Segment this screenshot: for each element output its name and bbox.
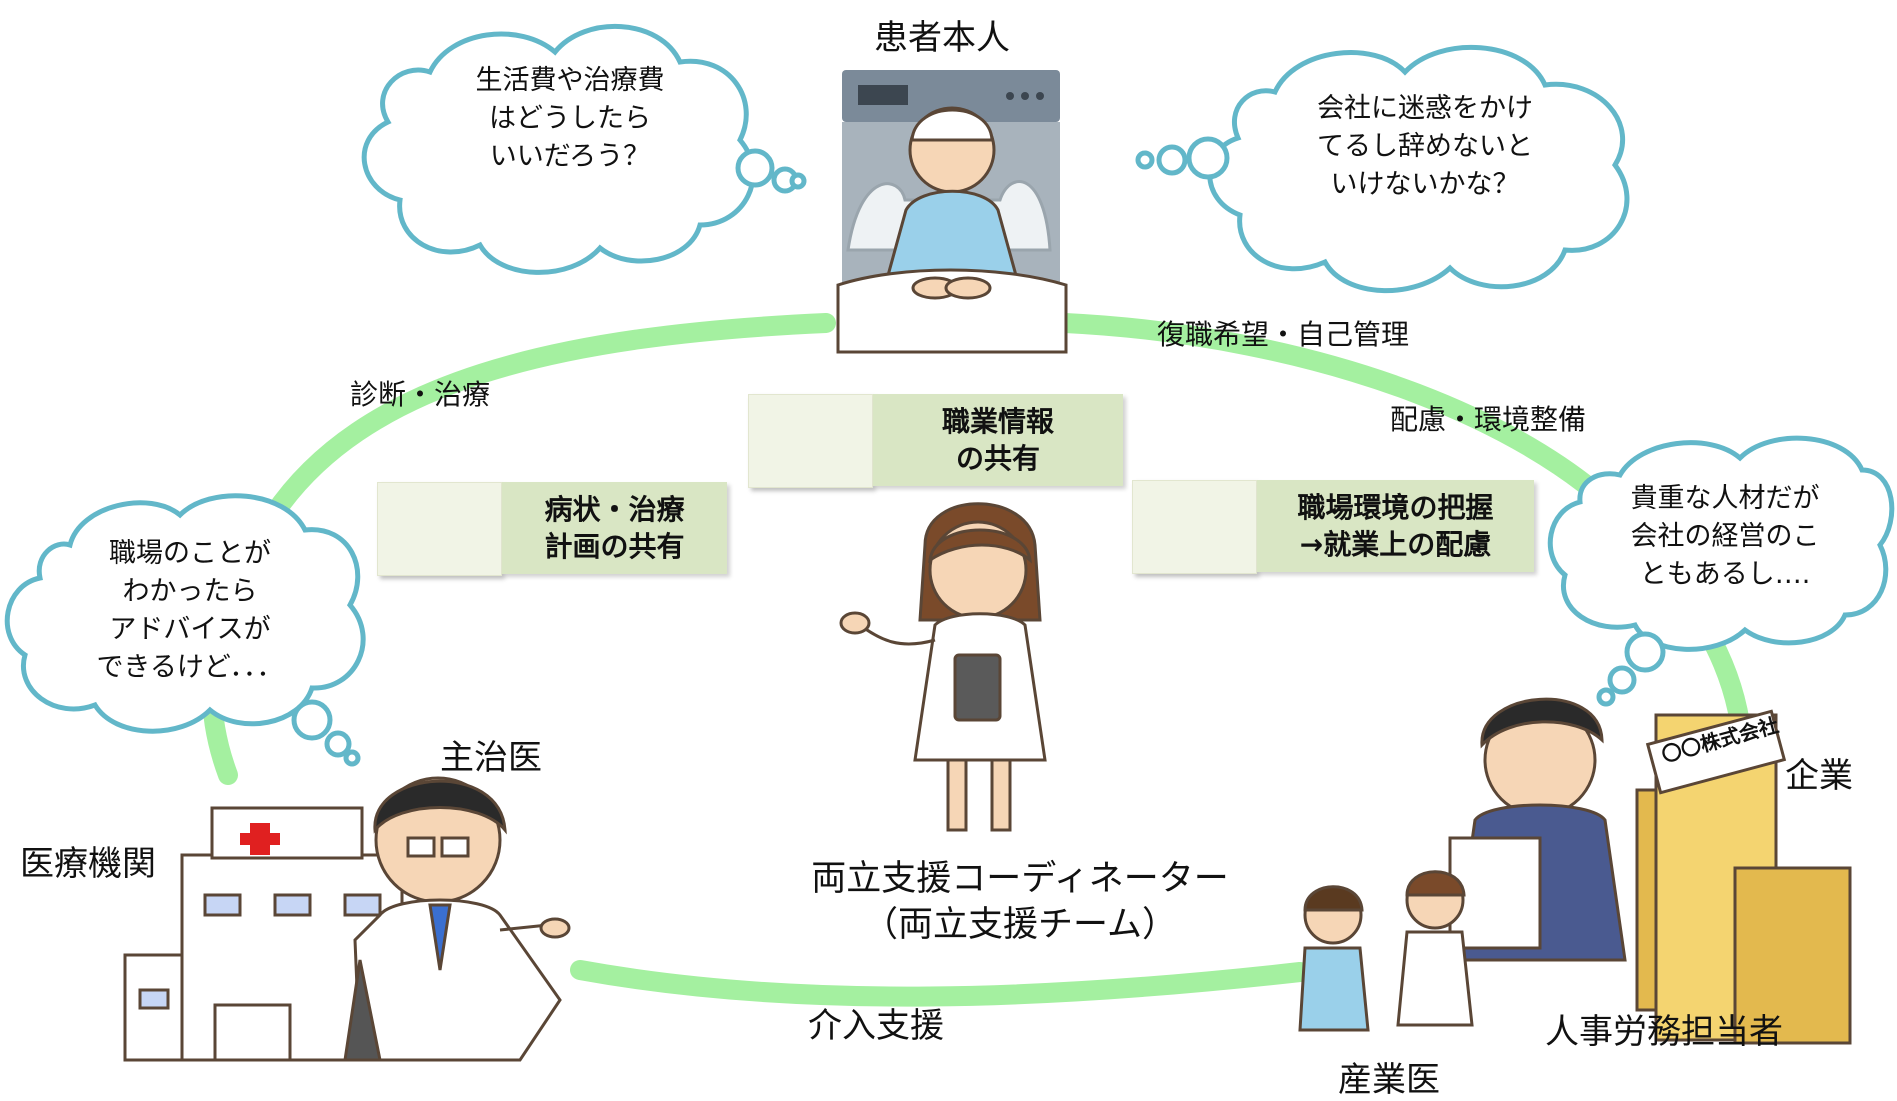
- label-medical-institution: 医療機関: [20, 844, 156, 884]
- card-workplace-line1: 職場環境の把握: [1297, 491, 1494, 524]
- cloud-company-shape: [1547, 435, 1895, 707]
- cloud-line: ともあるし….: [1639, 559, 1811, 590]
- card-job-info: 職業情報 の共有: [748, 394, 1123, 488]
- cloud-shapes: [4, 24, 1895, 767]
- card-job-line2: の共有: [955, 442, 1040, 475]
- cloud-line: 生活費や治療費: [475, 65, 665, 96]
- card-workplace-text: 職場環境の把握 →就業上の配慮: [1257, 480, 1534, 572]
- label-return-wish: 復職希望・自己管理: [1157, 318, 1410, 351]
- coordinator-title-line2: （両立支援チーム）: [863, 905, 1177, 945]
- cloud-line: できるけど．．．: [96, 652, 284, 683]
- cloud-patient-right-shape: [1135, 44, 1630, 294]
- patient-illustration: [836, 70, 1068, 354]
- label-patient: 患者本人: [874, 18, 1010, 58]
- cloud-patient-left: 生活費や治療費 はどうしたら いいだろう？: [420, 62, 720, 176]
- label-hr-staff: 人事労務担当者: [1545, 1012, 1783, 1052]
- cloud-line: 職場のことが: [109, 538, 271, 569]
- card-workplace-line2: →就業上の配慮: [1299, 528, 1492, 561]
- cloud-line: アドバイスが: [109, 614, 271, 645]
- label-intervention: 介入支援: [808, 1006, 944, 1046]
- hr-staff-illustration: [1448, 697, 1627, 962]
- company-illustration: [1635, 709, 1852, 1045]
- label-doctor: 主治医: [440, 738, 542, 778]
- handshake-icon: [377, 482, 502, 576]
- card-medical-info: 病状・治療 計画の共有: [377, 482, 727, 576]
- label-company: 企業: [1785, 756, 1853, 796]
- cycle-arc-bottom: [570, 960, 1310, 1007]
- card-job-text: 職業情報 の共有: [873, 394, 1123, 486]
- label-occupational-physician: 産業医: [1338, 1060, 1440, 1100]
- cloud-company: 貴重な人材だが 会社の経営のこ ともあるし….: [1590, 480, 1860, 594]
- handshake-icon: [748, 394, 873, 488]
- card-job-line1: 職業情報: [941, 405, 1054, 438]
- coordinator-title: 両立支援コーディネーター （両立支援チーム）: [760, 856, 1280, 948]
- cloud-doctor: 職場のことが わかったら アドバイスが できるけど．．．: [45, 535, 335, 687]
- label-consideration: 配慮・環境整備: [1390, 403, 1587, 436]
- cloud-line: 貴重な人材だが: [1630, 483, 1820, 514]
- cloud-line: いいだろう？: [489, 141, 651, 172]
- cloud-line: 会社に迷惑をかけ: [1317, 93, 1533, 124]
- cloud-patient-right: 会社に迷惑をかけ てるし辞めないと いけないかな？: [1270, 90, 1580, 204]
- doctor-illustration: [343, 776, 571, 1062]
- cloud-doctor-shape: [4, 493, 366, 767]
- cloud-line: 会社の経営のこ: [1630, 521, 1820, 552]
- coordinator-illustration: [839, 502, 1047, 832]
- card-medical-line2: 計画の共有: [544, 530, 685, 563]
- cloud-line: わかったら: [122, 576, 258, 607]
- coordinator-title-line1: 両立支援コーディネーター: [811, 859, 1229, 899]
- cloud-line: はどうしたら: [489, 103, 651, 134]
- cloud-line: てるし辞めないと: [1317, 131, 1533, 162]
- card-medical-line1: 病状・治療: [544, 493, 685, 526]
- card-workplace-info: 職場環境の把握 →就業上の配慮: [1132, 480, 1534, 574]
- card-medical-text: 病状・治療 計画の共有: [502, 482, 727, 574]
- label-diagnosis: 診断・治療: [350, 378, 491, 411]
- handshake-icon: [1132, 480, 1257, 574]
- cloud-patient-left-shape: [361, 24, 807, 275]
- cloud-line: いけないかな？: [1330, 169, 1520, 200]
- occupational-physician-illustration: [1298, 870, 1474, 1032]
